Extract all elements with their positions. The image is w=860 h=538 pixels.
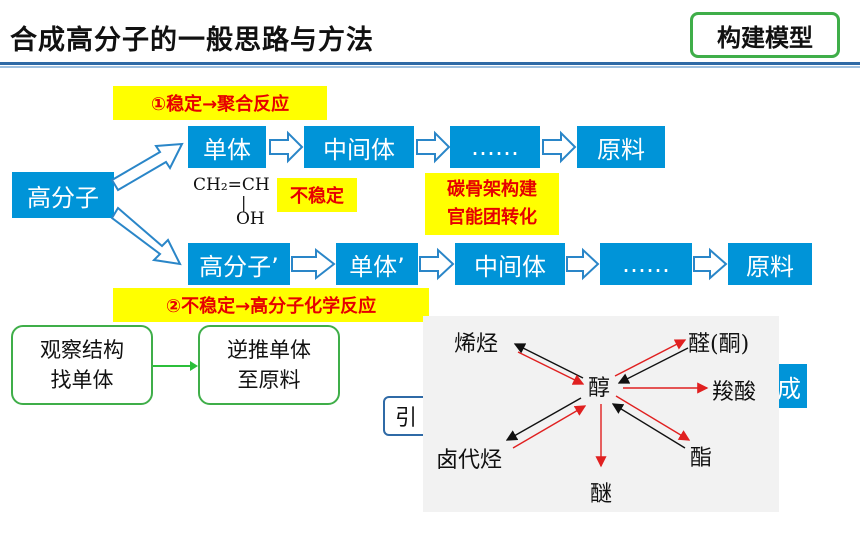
route2-ellipsis-box: ……: [600, 243, 692, 285]
network-center-alcohol: 醇: [588, 376, 611, 401]
observe-line1: 观察结构: [40, 338, 124, 362]
route2-polymer-box: 高分子’: [188, 243, 290, 285]
skeleton-note-line2: 官能团转化: [447, 207, 537, 228]
start-polymer-box: 高分子: [12, 172, 114, 218]
arrow-r2-b: [419, 247, 455, 281]
skeleton-note: 碳骨架构建 官能团转化: [425, 173, 559, 235]
network-node-aldehyde: 醛(酮): [688, 332, 750, 357]
skeleton-note-line1: 碳骨架构建: [447, 179, 537, 200]
reverse-line1: 逆推单体: [227, 338, 311, 362]
title-divider-light: [0, 66, 860, 68]
reverse-line2: 至原料: [237, 368, 301, 392]
network-node-alkene: 烯烃: [454, 332, 499, 357]
route1-raw-material-box: 原料: [577, 126, 665, 168]
build-model-badge[interactable]: 构建模型: [690, 12, 840, 58]
network-node-acid: 羧酸: [712, 380, 757, 405]
arrow-r1-a: [269, 130, 304, 164]
diagonal-up-arrow: [110, 142, 184, 192]
hidden-blue-box-text: 成: [777, 374, 801, 403]
arrow-r2-c: [566, 247, 600, 281]
route1-intermediate-box: 中间体: [304, 126, 414, 168]
route2-monomer-box: 单体’: [336, 243, 418, 285]
route1-ellipsis-box: ……: [450, 126, 540, 168]
network-node-halide: 卤代烃: [436, 448, 503, 473]
route1-label: ①稳定→聚合反应: [113, 86, 327, 120]
hidden-box-left-text: 引: [395, 406, 418, 431]
arrow-r2-d: [693, 247, 728, 281]
vinyl-alcohol-formula-bond: |: [241, 193, 247, 212]
route2-label: ②不稳定→高分子化学反应: [113, 288, 429, 322]
network-node-ester: 酯: [690, 446, 713, 471]
vinyl-alcohol-formula-oh: OH: [236, 209, 265, 229]
arrow-r1-b: [416, 130, 451, 164]
title-divider: [0, 62, 860, 65]
page-title: 合成高分子的一般思路与方法: [10, 25, 374, 56]
reverse-monomer-box: 逆推单体 至原料: [198, 325, 340, 405]
arrow-r2-a: [291, 247, 336, 281]
route2-raw-material-box: 原料: [728, 243, 812, 285]
reaction-network-arrows: [505, 339, 709, 468]
route2-intermediate-box: 中间体: [455, 243, 565, 285]
network-node-ether: 醚: [590, 482, 613, 507]
observe-line2: 找单体: [50, 368, 114, 392]
diagonal-down-arrow: [110, 206, 182, 266]
route1-monomer-box: 单体: [188, 126, 266, 168]
arrow-r1-c: [542, 130, 577, 164]
observe-structure-box: 观察结构 找单体: [11, 325, 153, 405]
vinyl-alcohol-formula-top: CH₂=CH: [193, 175, 270, 195]
unstable-label: 不稳定: [277, 178, 357, 212]
